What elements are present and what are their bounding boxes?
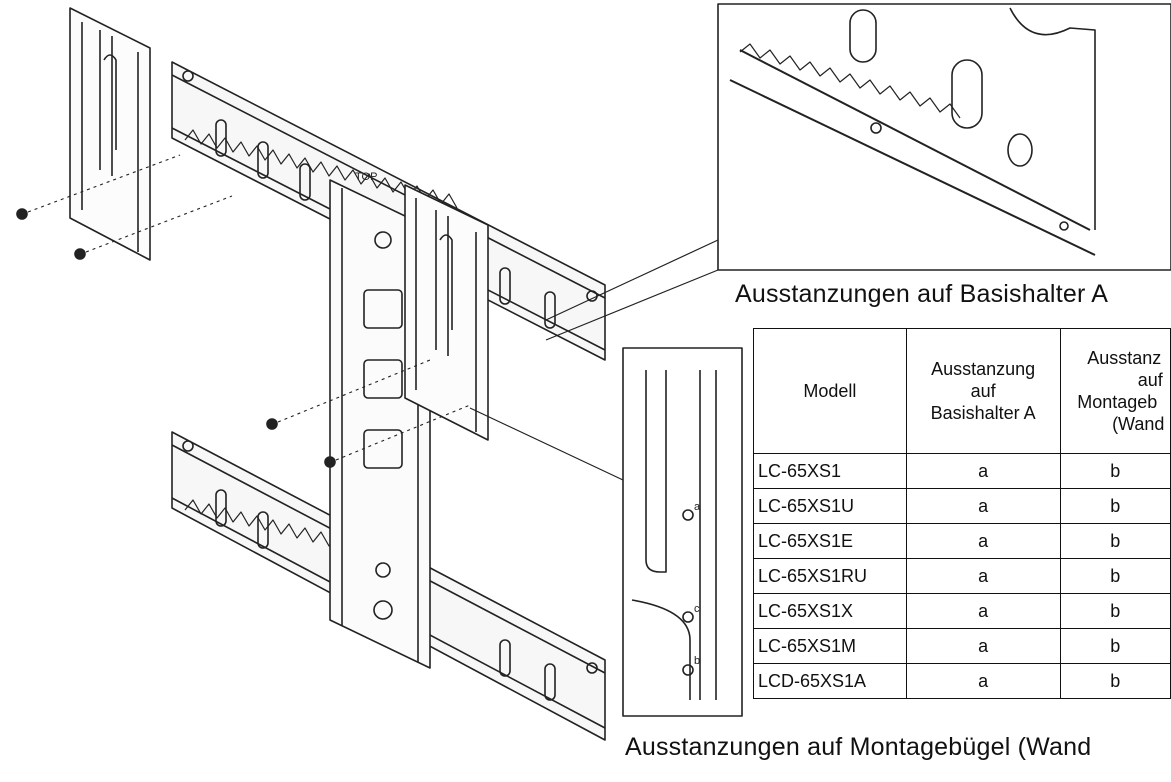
mount-bracket-mark-cell: b [1059, 558, 1171, 594]
screws [16, 208, 336, 468]
base-bracket-mark-cell: a [905, 628, 1061, 664]
model-cell: LC-65XS1M [753, 628, 907, 664]
model-cell: LC-65XS1 [753, 453, 907, 489]
punch-letter-c: c [694, 603, 700, 615]
base-bracket-mark-cell: a [905, 523, 1061, 559]
base-bracket-mark-cell: a [905, 663, 1061, 699]
mount-bracket-mark-cell: b [1059, 523, 1171, 559]
header-model: Modell [753, 328, 907, 454]
mount-bracket-mark-cell: b [1059, 663, 1171, 699]
model-cell: LC-65XS1U [753, 488, 907, 524]
caption-base-bracket-punch-marks: Ausstanzungen auf Basishalter A [735, 280, 1109, 308]
model-punch-mark-table: Modell Ausstanzung auf Basishalter A Aus… [753, 328, 1171, 699]
model-cell: LC-65XS1E [753, 523, 907, 559]
top-label: TOP [355, 171, 377, 183]
model-cell: LC-65XS1RU [753, 558, 907, 594]
mount-bracket-mark-cell: b [1059, 453, 1171, 489]
model-cell: LCD-65XS1A [753, 663, 907, 699]
header-mount-bracket-mark: Ausstanz auf Montageb (Wand [1059, 328, 1171, 454]
model-cell: LC-65XS1X [753, 593, 907, 629]
base-bracket-mark-cell: a [905, 488, 1061, 524]
punch-letter-b: b [694, 655, 700, 667]
mount-bracket-mark-cell: b [1059, 488, 1171, 524]
mount-bracket-mark-cell: b [1059, 593, 1171, 629]
left-hanger-bracket [69, 7, 151, 261]
punch-letter-a: a [694, 501, 701, 513]
mount-bracket-mark-cell: b [1059, 628, 1171, 664]
base-bracket-mark-cell: a [905, 453, 1061, 489]
base-bracket-mark-cell: a [905, 558, 1061, 594]
detail-inset-mount-bracket [622, 347, 743, 717]
right-hanger-bracket [404, 184, 489, 441]
detail-inset-base-bracket [717, 3, 1171, 271]
table-header-row: Modell Ausstanzung auf Basishalter A Aus… [753, 328, 1171, 454]
base-bracket-mark-cell: a [905, 593, 1061, 629]
caption-mount-bracket-punch-marks: Ausstanzungen auf Montagebügel (Wand [625, 733, 1092, 761]
header-base-bracket-mark: Ausstanzung auf Basishalter A [905, 328, 1061, 454]
